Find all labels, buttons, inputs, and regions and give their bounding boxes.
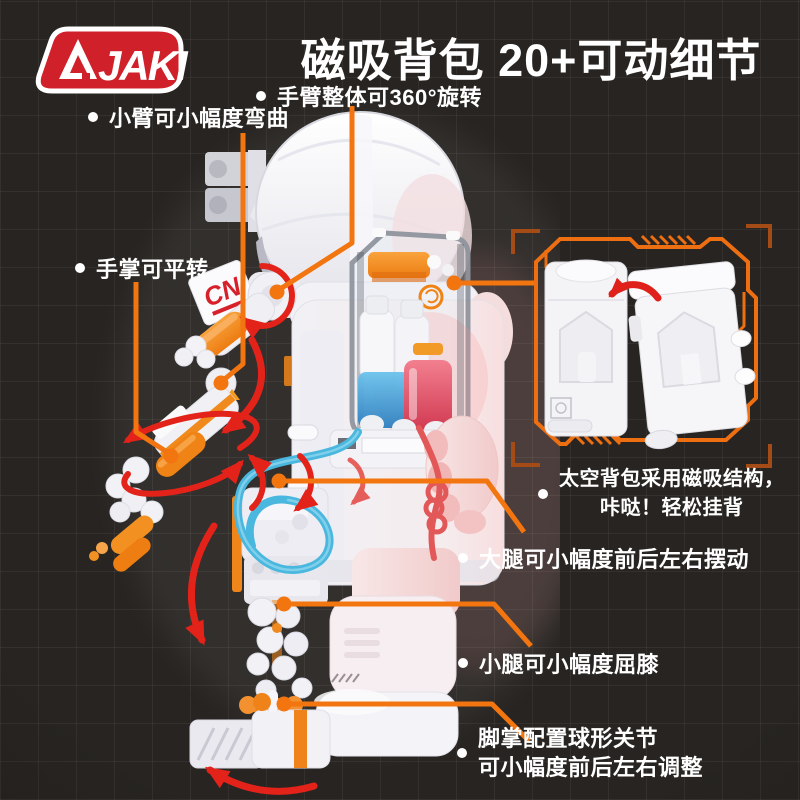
callout-line-palm-turn bbox=[133, 282, 172, 457]
page-title: 磁吸背包 20+可动细节 bbox=[300, 35, 762, 86]
callout-backpack: 太空背包采用磁吸结构， 咔哒！轻松挂背 bbox=[538, 465, 785, 523]
callout-forearm-bend: 小臂可小幅度弯曲 bbox=[88, 101, 289, 133]
bullet-icon bbox=[538, 489, 548, 499]
callout-line-forearm-bend bbox=[219, 133, 246, 384]
callout-foot-ball-joint: 脚掌配置球形关节 可小幅度前后左右调整 bbox=[457, 724, 703, 782]
backpack-window bbox=[349, 228, 488, 448]
backpack-detail-inset bbox=[511, 224, 772, 468]
callout-calf-knee: 小腿可小幅度屈膝 bbox=[458, 647, 659, 679]
knee-joint-dot bbox=[276, 596, 292, 612]
wrist-joint-dot bbox=[163, 448, 179, 464]
hip-joint-dot bbox=[271, 473, 287, 489]
snap-on-arrow-icon bbox=[608, 277, 662, 302]
callout-line-calf bbox=[284, 601, 533, 648]
callout-arm-rotate: 手臂整体可360°旋转 bbox=[256, 80, 482, 112]
callout-thigh-swing: 大腿可小幅度前后左右摆动 bbox=[458, 542, 749, 574]
bullet-icon bbox=[458, 553, 468, 563]
wrist-spin-arrow-icon bbox=[122, 410, 260, 451]
elbow-bend-arrow-icon bbox=[221, 336, 266, 434]
callout-text-line2: 可小幅度前后左右调整 bbox=[478, 755, 704, 780]
jaki-logo: JAKI bbox=[35, 26, 190, 94]
foot-adjust-arrow-icon bbox=[204, 766, 318, 795]
backpack-joint-dot bbox=[446, 275, 462, 291]
right-leg bbox=[314, 548, 460, 757]
bullet-icon bbox=[75, 263, 85, 273]
callout-line-thigh bbox=[279, 478, 527, 534]
window-contents bbox=[358, 252, 454, 439]
inset-torso-piece bbox=[544, 259, 628, 437]
astronaut-robot-illustration: CN bbox=[89, 110, 560, 795]
callout-text: 手掌可平转 bbox=[96, 257, 209, 282]
callout-text-line2: 咔哒！轻松挂背 bbox=[600, 497, 744, 519]
ankle-joint-dot bbox=[276, 696, 292, 712]
bullet-icon bbox=[256, 91, 266, 101]
joint-dots bbox=[163, 275, 462, 712]
knee-mechanism bbox=[246, 597, 313, 701]
callout-text-line1: 脚掌配置球形关节 bbox=[478, 726, 659, 751]
shoulder-rotate-arrow-icon bbox=[239, 263, 295, 339]
callout-text-line1: 太空背包采用磁吸结构， bbox=[559, 468, 785, 490]
inset-hatch-top bbox=[640, 234, 697, 246]
callout-text: 小腿可小幅度屈膝 bbox=[479, 652, 660, 677]
callout-line-arm-rotate bbox=[275, 106, 355, 294]
left-foot bbox=[189, 690, 331, 769]
inset-hatch-bottom bbox=[574, 434, 622, 446]
inset-frame bbox=[534, 234, 758, 446]
callout-text: 小臂可小幅度弯曲 bbox=[109, 106, 290, 131]
shoulder-joint-dot bbox=[269, 284, 285, 300]
inset-backpack-piece bbox=[627, 261, 756, 450]
callout-palm-turn: 手掌可平转 bbox=[75, 252, 209, 284]
callout-text: 手臂整体可360°旋转 bbox=[277, 85, 483, 110]
callout-text: 大腿可小幅度前后左右摆动 bbox=[479, 547, 750, 572]
inset-corner-brackets bbox=[511, 224, 772, 468]
bullet-icon bbox=[88, 112, 98, 122]
bullet-icon bbox=[457, 748, 467, 758]
bullet-icon bbox=[458, 658, 468, 668]
elbow-joint-dot bbox=[213, 375, 229, 391]
knee-bend-arrow-icon bbox=[185, 522, 218, 646]
coolant-tubes bbox=[233, 425, 449, 574]
callout-line-foot bbox=[284, 701, 531, 743]
logo-wordmark: JAKI bbox=[98, 42, 189, 89]
